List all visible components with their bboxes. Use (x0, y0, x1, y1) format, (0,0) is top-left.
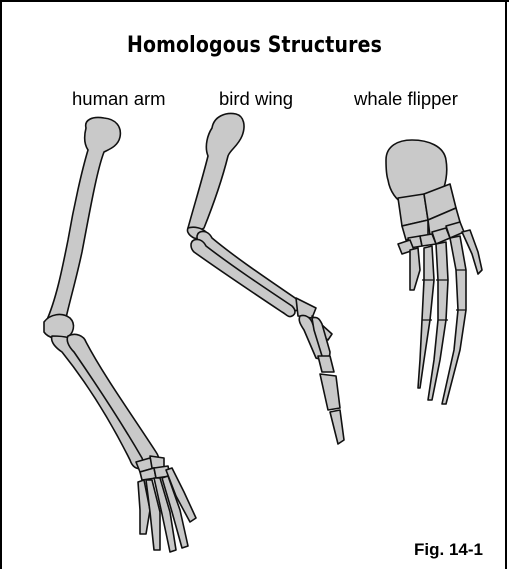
bird-digit-3 (330, 410, 344, 444)
bird-digit-1 (318, 356, 334, 372)
human-humerus (46, 117, 120, 322)
human-radius (52, 336, 146, 469)
human-arm-illustration (44, 117, 196, 552)
bird-radius (197, 231, 301, 310)
bird-humerus (188, 114, 244, 231)
bird-ulna (191, 239, 295, 316)
whale-flipper-illustration (386, 140, 482, 404)
bird-wing-illustration (187, 114, 344, 444)
whale-carpal-4 (446, 222, 464, 238)
figure-number-label: Fig. 14-1 (414, 540, 483, 560)
bird-digit-2 (320, 374, 340, 410)
whale-digit-1 (410, 248, 420, 290)
human-ulna (67, 334, 159, 466)
